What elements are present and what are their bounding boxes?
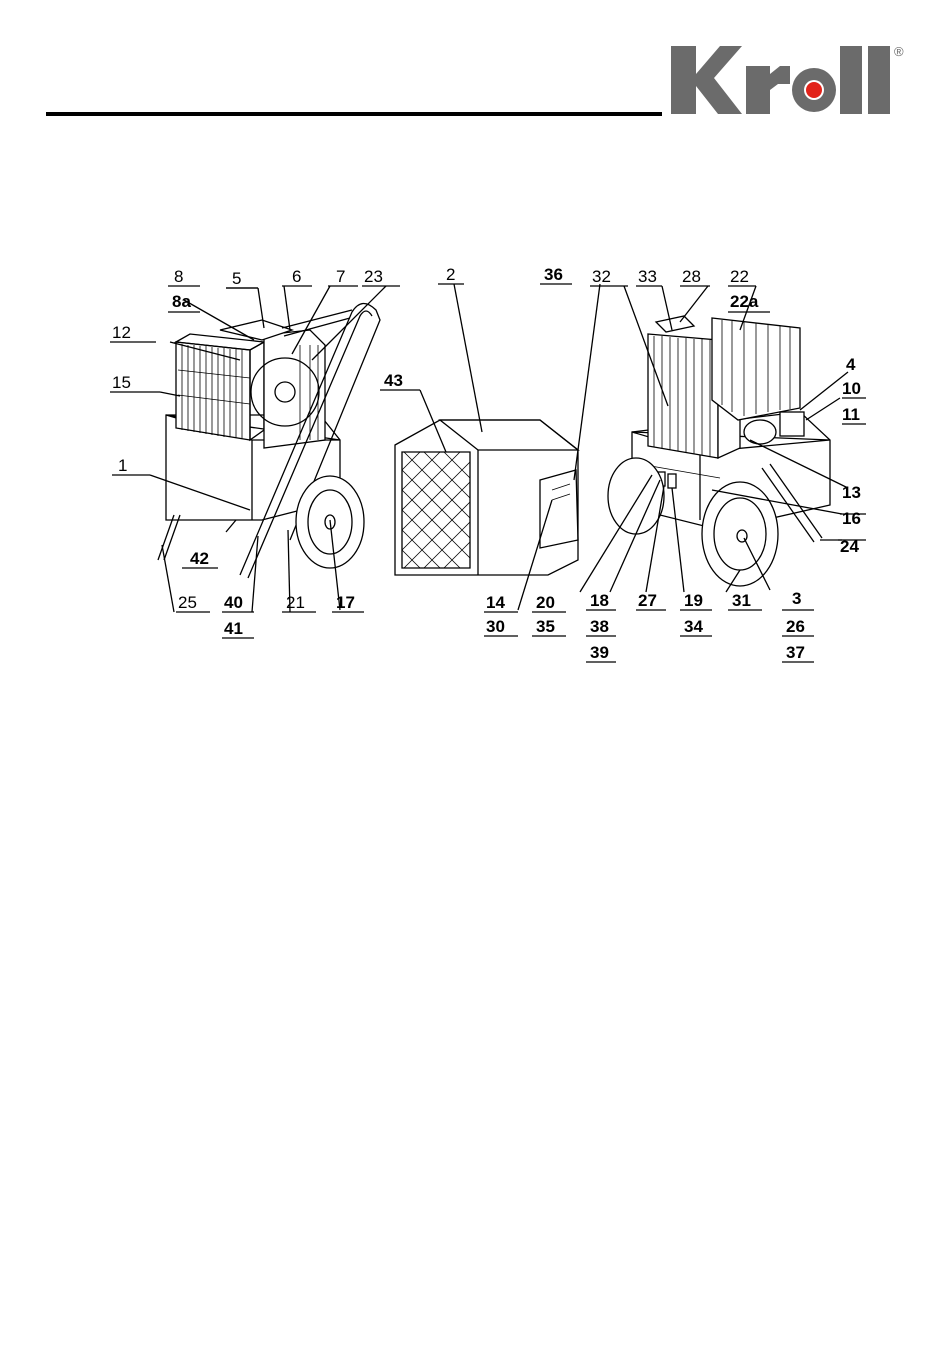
callout-18: 18 [590, 591, 609, 610]
callout-4: 4 [846, 355, 856, 374]
callout-39: 39 [590, 643, 609, 662]
callout-30: 30 [486, 617, 505, 636]
callout-32: 32 [592, 267, 611, 286]
callout-15: 15 [112, 373, 131, 392]
callout-1: 1 [118, 456, 127, 475]
left-unit-drawing [158, 303, 380, 578]
callout-22a: 22a [730, 292, 759, 311]
callout-19: 19 [684, 591, 703, 610]
callout-3: 3 [792, 589, 801, 608]
callout-16: 16 [842, 509, 861, 528]
callout-27: 27 [638, 591, 657, 610]
callout-20: 20 [536, 593, 555, 612]
callout-26: 26 [786, 617, 805, 636]
callout-28: 28 [682, 267, 701, 286]
callout-23: 23 [364, 267, 383, 286]
callout-5: 5 [232, 269, 241, 288]
callout-2: 2 [446, 265, 455, 284]
callout-36: 36 [544, 265, 563, 284]
callout-33: 33 [638, 267, 657, 286]
callout-43: 43 [384, 371, 403, 390]
callout-13: 13 [842, 483, 861, 502]
callout-8a: 8a [172, 292, 191, 311]
callout-25: 25 [178, 593, 197, 612]
callout-21: 21 [286, 593, 305, 612]
callout-11: 11 [842, 405, 860, 424]
callout-34: 34 [684, 617, 703, 636]
callout-12: 12 [112, 323, 131, 342]
callout-7: 7 [336, 267, 345, 286]
callout-40: 40 [224, 593, 243, 612]
callout-41: 41 [224, 619, 243, 638]
callout-8: 8 [174, 267, 183, 286]
callout-10: 10 [842, 379, 861, 398]
callout-14: 14 [486, 593, 505, 612]
callout-31: 31 [732, 591, 751, 610]
callout-17: 17 [336, 593, 355, 612]
callout-42: 42 [190, 549, 209, 568]
right-unit-drawing [608, 316, 830, 586]
cover-drawing [395, 420, 578, 575]
callout-6: 6 [292, 267, 301, 286]
callout-37: 37 [786, 643, 805, 662]
callout-22: 22 [730, 267, 749, 286]
callout-35: 35 [536, 617, 555, 636]
callout-38: 38 [590, 617, 609, 636]
callout-24: 24 [840, 537, 859, 556]
